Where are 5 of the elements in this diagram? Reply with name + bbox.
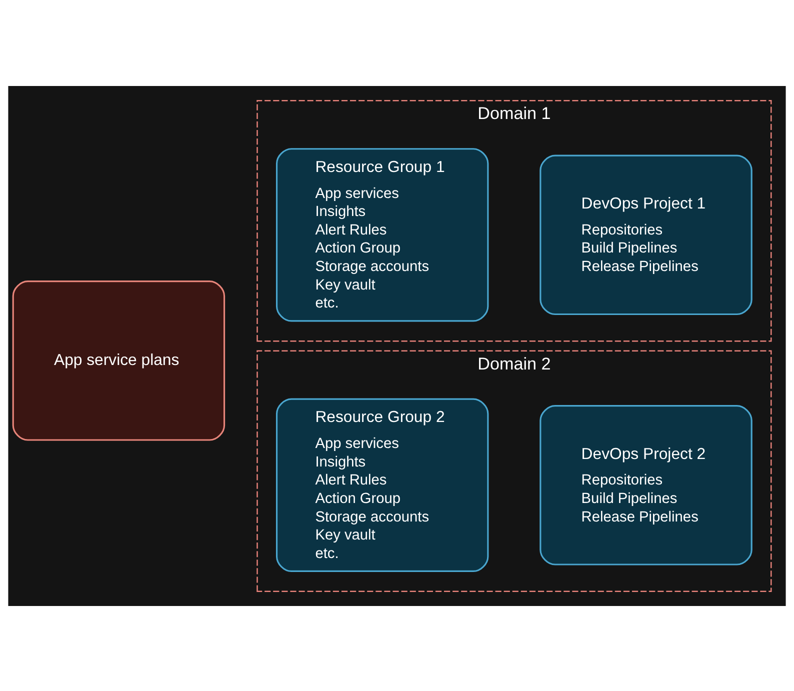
node-box: DevOps Project 2 Repositories Build Pipelines Release Pipelines: [540, 404, 752, 565]
node-box: App service plans: [12, 280, 226, 440]
node-box: Resource Group 2 App services Insights Alert Rules Action Group Storage accounts Key vault etc.: [276, 398, 489, 572]
node-box: Resource Group 1 App services Insights Alert Rules Action Group Storage accounts Key vault etc.: [276, 148, 489, 322]
node-box: DevOps Project 1 Repositories Build Pipelines Release Pipelines: [540, 154, 752, 315]
